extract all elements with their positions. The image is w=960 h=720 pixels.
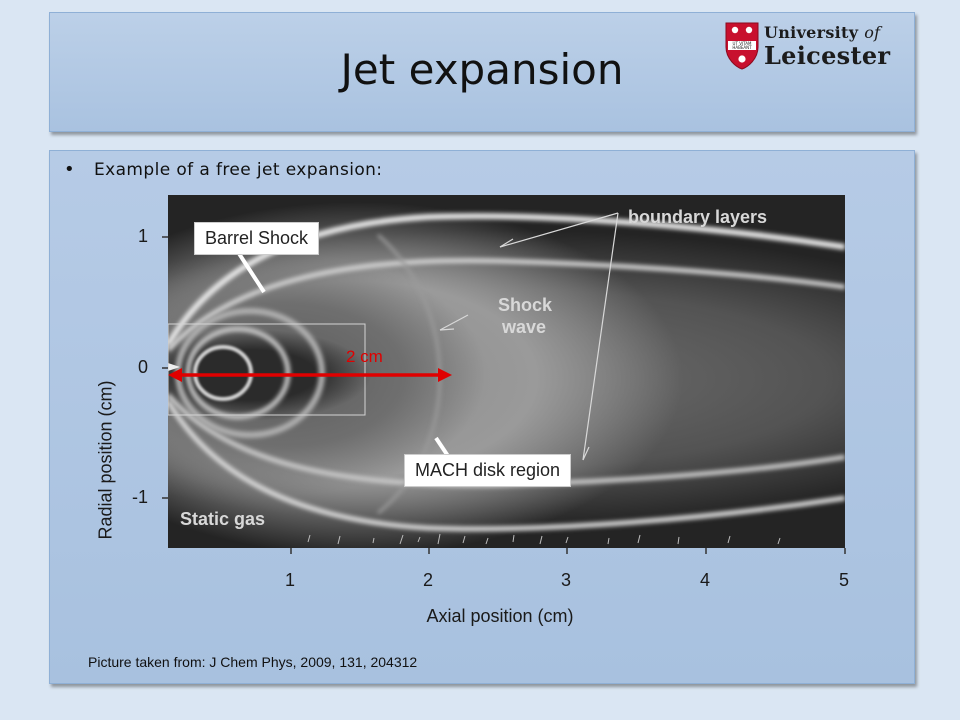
x-tick-5: 5 [839,570,850,590]
logo-motto: UT VITAM HABEANT [732,41,752,50]
citation-text: Picture taken from: J Chem Phys, 2009, 1… [88,654,418,670]
university-logo: UT VITAM HABEANT University of Leicester [724,19,908,75]
figure-axes [162,236,846,554]
y-tick-neg1: -1 [132,487,149,507]
x-axis-label: Axial position (cm) [426,606,574,626]
shield-icon [725,22,759,70]
callout-barrel-shock: Barrel Shock [194,222,320,255]
label-boundary-layers: boundary layers [628,207,768,227]
y-tick-1: 1 [138,226,149,246]
logo-word-of: of [864,23,881,42]
logo-word-university: University [764,23,859,42]
x-tick-1: 1 [285,570,296,590]
scale-arrow [168,368,452,382]
x-tick-4: 4 [700,570,711,590]
barrel-shock-pointer [236,250,266,294]
y-tick-0: 0 [138,357,149,377]
label-static-gas: Static gas [180,509,266,529]
bullet-marker: • [64,159,75,180]
logo-word-leicester: Leicester [764,41,891,70]
y-axis-ticks [162,236,168,499]
x-axis-ticks [290,548,846,554]
scale-label: 2 cm [346,347,383,366]
logo-wordmark-top: University of [764,23,880,42]
title-panel: Jet expansion UT VITAM HABEANT Universit… [49,12,915,132]
callout-mach-disk: MACH disk region [404,454,572,487]
label-shock-wave-line2: wave [502,317,547,337]
slide-title: Jet expansion [340,45,624,94]
x-tick-3: 3 [561,570,572,590]
x-tick-2: 2 [423,570,434,590]
bullet-text: Example of a free jet expansion: [94,160,383,180]
label-shock-wave-line1: Shock [498,295,553,315]
jet-expansion-figure: boundary layers Shock wave Static gas [90,190,870,640]
